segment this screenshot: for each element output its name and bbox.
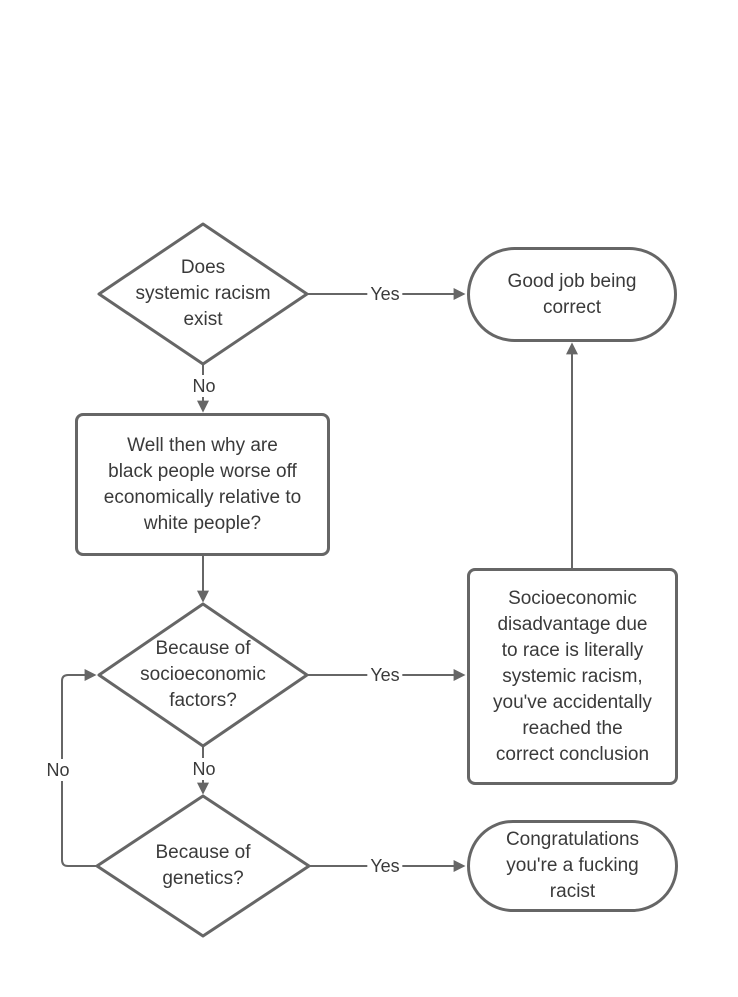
decision-genetics-shape (95, 794, 311, 938)
edge-label-start-yes: Yes (367, 283, 403, 305)
decision-start-shape (97, 222, 309, 366)
edge-label-genetics-yes: Yes (367, 855, 403, 877)
edge-label-start-no: No (189, 375, 219, 397)
terminal-racist: Congratulations you're a fucking racist (467, 820, 678, 912)
edge-label-genetics-no: No (43, 759, 73, 781)
edge-label-factors-yes: Yes (367, 664, 403, 686)
process-why-worse-off: Well then why are black people worse off… (75, 413, 330, 556)
decision-factors-shape (97, 602, 309, 748)
process-systemic-conclusion: Socioeconomic disadvantage due to race i… (467, 568, 678, 785)
terminal-good-job: Good job being correct (467, 247, 677, 342)
decision-genetics-label: Because of genetics? (155, 842, 251, 889)
edge-label-factors-no: No (189, 758, 219, 780)
decision-start-label: Does systemic racism exist (135, 257, 271, 330)
decision-factors-label: Because of socioeconomic factors? (140, 638, 266, 711)
